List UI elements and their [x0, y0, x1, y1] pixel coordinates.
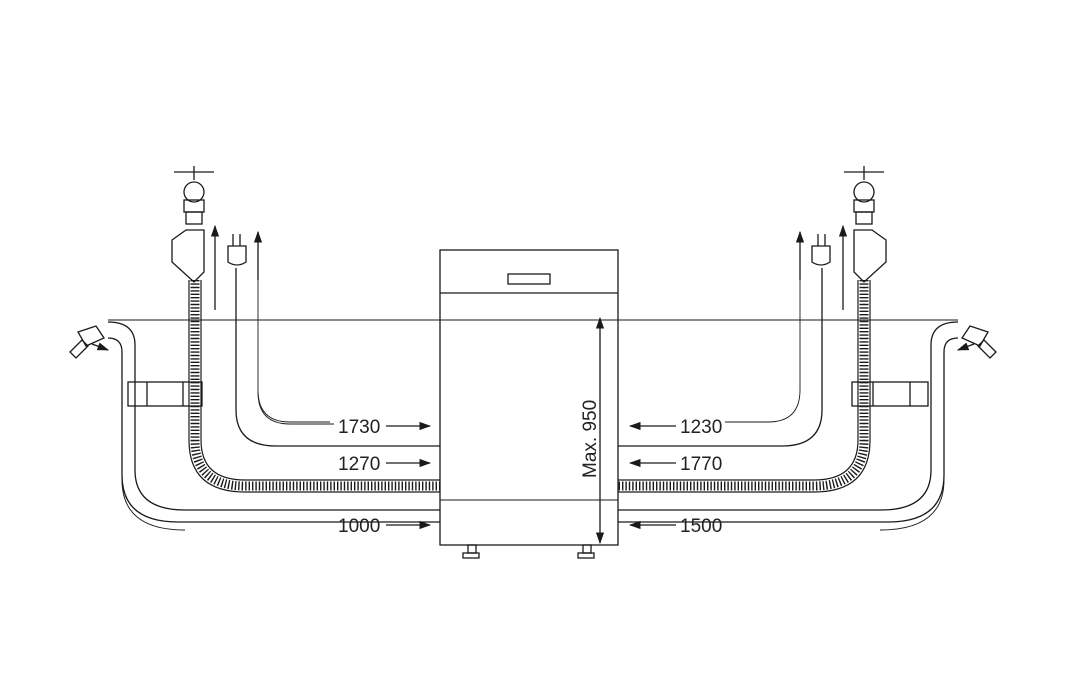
right-middle-label: 1770 — [680, 454, 722, 475]
left-top-label: 1730 — [338, 417, 380, 438]
right-top-label: 1230 — [680, 417, 722, 438]
right-dimension-1770: 1770 — [628, 454, 722, 475]
left-drain-hose — [107, 321, 440, 523]
right-plug-icon — [811, 234, 831, 266]
dishwasher — [439, 249, 619, 559]
height-max-label: Max. 950 — [580, 400, 601, 478]
right-dimension-1230: 1230 — [628, 417, 722, 438]
left-power-cable — [235, 245, 440, 447]
right-power-cable — [618, 245, 823, 447]
height-dimension: Max. 950 — [580, 316, 605, 545]
right-water-tap-icon — [844, 166, 887, 283]
left-middle-label: 1270 — [338, 454, 380, 475]
left-inlet-hose — [188, 280, 440, 493]
right-dimension-1500: 1500 — [628, 516, 722, 537]
left-dimension-1270: 1270 — [338, 454, 432, 475]
right-inlet-hose — [618, 280, 871, 493]
left-drain-outlet-icon — [69, 325, 110, 359]
right-bottom-label: 1500 — [680, 516, 722, 537]
left-bottom-label: 1000 — [338, 516, 380, 537]
left-dimension-1000: 1000 — [338, 516, 432, 537]
right-drain-outlet-icon — [956, 325, 997, 359]
left-water-tap-icon — [171, 166, 214, 283]
right-drain-hose — [618, 321, 959, 523]
left-plug-icon — [227, 234, 247, 266]
left-dimension-1730: 1730 — [338, 417, 432, 438]
control-panel-display — [507, 273, 551, 285]
dishwasher-foot-right — [582, 544, 592, 554]
dishwasher-foot-left — [467, 544, 477, 554]
